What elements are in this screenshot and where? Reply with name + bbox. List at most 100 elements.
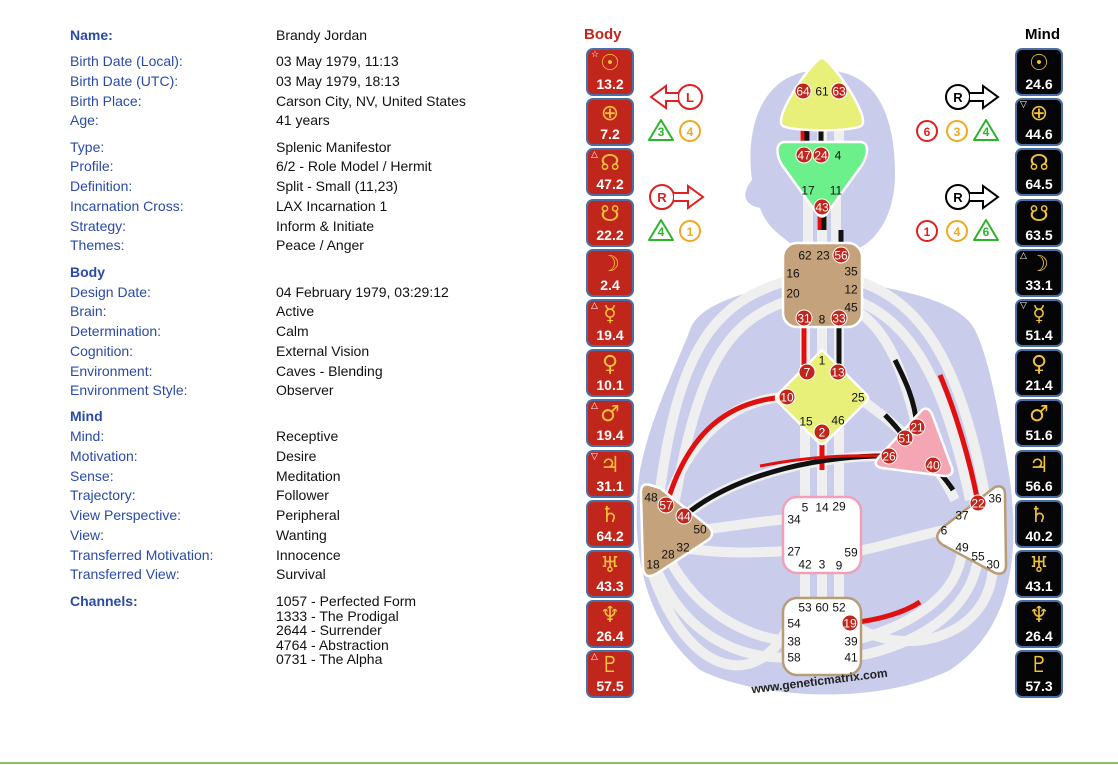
planet-saturn[interactable]: ♄64.2 xyxy=(586,499,634,548)
gate-32[interactable]: 32 xyxy=(676,541,690,555)
gate-50[interactable]: 50 xyxy=(693,523,707,537)
gate-43[interactable]: 43 xyxy=(815,201,829,215)
planet-sun[interactable]: ☉24.6 xyxy=(1015,48,1063,96)
planet-moon[interactable]: △☽33.1 xyxy=(1015,248,1063,297)
planet-jupiter[interactable]: ♃56.6 xyxy=(1015,449,1063,498)
gate-55[interactable]: 55 xyxy=(971,550,985,564)
gate-45[interactable]: 45 xyxy=(844,301,858,315)
south-node-icon: ☋ xyxy=(1029,201,1049,227)
gate-52[interactable]: 52 xyxy=(832,601,846,615)
gate-44[interactable]: 44 xyxy=(677,510,691,524)
gate-16[interactable]: 16 xyxy=(786,267,800,281)
gate-49[interactable]: 49 xyxy=(955,541,969,555)
gate-25[interactable]: 25 xyxy=(851,391,865,405)
planet-uranus[interactable]: ♅43.1 xyxy=(1015,550,1063,598)
marker-icon: ☆ xyxy=(591,50,600,60)
planet-neptune[interactable]: ♆26.4 xyxy=(586,600,634,649)
gate-46[interactable]: 46 xyxy=(831,414,845,428)
planet-venus[interactable]: ♀10.1 xyxy=(586,349,634,398)
neptune-icon: ♆ xyxy=(600,603,620,629)
planet-neptune[interactable]: ♆26.4 xyxy=(1015,600,1063,649)
gate-41[interactable]: 41 xyxy=(844,651,858,665)
active-gate-marker xyxy=(657,496,675,514)
planet-mars[interactable]: ♂51.6 xyxy=(1015,399,1063,448)
gate-28[interactable]: 28 xyxy=(661,548,675,562)
planet-venus[interactable]: ♀21.4 xyxy=(1015,349,1063,398)
gate-20[interactable]: 20 xyxy=(786,287,800,301)
gate-29[interactable]: 29 xyxy=(832,500,846,514)
planet-value: 7.2 xyxy=(600,126,620,143)
gate-59[interactable]: 59 xyxy=(844,546,858,560)
gate-5[interactable]: 5 xyxy=(802,501,809,515)
gate-9[interactable]: 9 xyxy=(836,559,843,573)
gate-56[interactable]: 56 xyxy=(834,249,848,263)
gate-23[interactable]: 23 xyxy=(816,249,830,263)
planet-jupiter[interactable]: ▽♃31.1 xyxy=(586,449,634,498)
planet-mercury[interactable]: △☿19.4 xyxy=(586,299,634,347)
planet-pluto[interactable]: △♇57.5 xyxy=(586,650,634,699)
gate-12[interactable]: 12 xyxy=(844,283,858,297)
gate-17[interactable]: 17 xyxy=(801,184,815,198)
mars-icon: ♂ xyxy=(600,402,620,428)
gate-63[interactable]: 63 xyxy=(832,85,846,99)
gate-37[interactable]: 37 xyxy=(955,509,969,523)
gate-26[interactable]: 26 xyxy=(882,450,896,464)
planet-sun[interactable]: ☆☉13.2 xyxy=(586,48,634,96)
gate-19[interactable]: 19 xyxy=(843,617,857,631)
planet-earth[interactable]: ⊕7.2 xyxy=(586,98,634,147)
gate-36[interactable]: 36 xyxy=(988,492,1002,506)
planet-uranus[interactable]: ♅43.3 xyxy=(586,550,634,598)
gate-40[interactable]: 40 xyxy=(926,459,940,473)
planet-south-node[interactable]: ☋22.2 xyxy=(586,198,634,247)
gate-11[interactable]: 11 xyxy=(830,184,843,198)
gate-27[interactable]: 27 xyxy=(787,545,801,559)
gate-7[interactable]: 7 xyxy=(804,366,811,380)
active-gate-marker xyxy=(841,614,859,632)
gate-42[interactable]: 42 xyxy=(798,558,812,572)
gate-64[interactable]: 64 xyxy=(796,85,810,99)
gate-39[interactable]: 39 xyxy=(844,635,858,649)
gate-51[interactable]: 51 xyxy=(898,432,912,446)
gate-4[interactable]: 4 xyxy=(835,149,842,163)
planet-north-node[interactable]: ☊64.5 xyxy=(1015,148,1063,197)
orange-circle-value: 3 xyxy=(954,125,961,139)
gate-21[interactable]: 21 xyxy=(910,421,924,435)
gate-24[interactable]: 24 xyxy=(814,149,828,163)
gate-34[interactable]: 34 xyxy=(787,513,801,527)
planet-mercury[interactable]: ▽☿51.4 xyxy=(1015,299,1063,347)
planet-mars[interactable]: △♂19.4 xyxy=(586,399,634,448)
gate-60[interactable]: 60 xyxy=(815,601,829,615)
planet-south-node[interactable]: ☋63.5 xyxy=(1015,198,1063,247)
gate-18[interactable]: 18 xyxy=(646,558,660,572)
gate-58[interactable]: 58 xyxy=(787,651,801,665)
gate-35[interactable]: 35 xyxy=(844,265,858,279)
gate-8[interactable]: 8 xyxy=(819,313,826,327)
planet-north-node[interactable]: △☊47.2 xyxy=(586,148,634,197)
gate-3[interactable]: 3 xyxy=(819,558,826,572)
gate-54[interactable]: 54 xyxy=(787,617,801,631)
gate-61[interactable]: 61 xyxy=(815,85,829,99)
gate-57[interactable]: 57 xyxy=(659,499,673,513)
planet-value: 44.6 xyxy=(1025,126,1053,143)
gate-31[interactable]: 31 xyxy=(797,312,811,326)
gate-62[interactable]: 62 xyxy=(798,249,812,263)
gate-22[interactable]: 22 xyxy=(971,497,985,511)
planet-earth[interactable]: ▽⊕44.6 xyxy=(1015,98,1063,147)
gate-1[interactable]: 1 xyxy=(819,354,826,368)
gate-6[interactable]: 6 xyxy=(941,524,948,538)
gate-47[interactable]: 47 xyxy=(797,149,811,163)
gate-38[interactable]: 38 xyxy=(787,635,801,649)
gate-14[interactable]: 14 xyxy=(815,501,829,515)
planet-moon[interactable]: ☽2.4 xyxy=(586,248,634,297)
gate-48[interactable]: 48 xyxy=(644,491,658,505)
gate-13[interactable]: 13 xyxy=(831,366,845,380)
gate-33[interactable]: 33 xyxy=(832,312,846,326)
planet-pluto[interactable]: ♇57.3 xyxy=(1015,650,1063,699)
active-gate-marker xyxy=(794,82,812,100)
gate-2[interactable]: 2 xyxy=(819,426,826,440)
gate-53[interactable]: 53 xyxy=(798,601,812,615)
planet-saturn[interactable]: ♄40.2 xyxy=(1015,499,1063,548)
gate-10[interactable]: 10 xyxy=(780,391,794,405)
gate-30[interactable]: 30 xyxy=(986,558,1000,572)
gate-15[interactable]: 15 xyxy=(799,415,813,429)
